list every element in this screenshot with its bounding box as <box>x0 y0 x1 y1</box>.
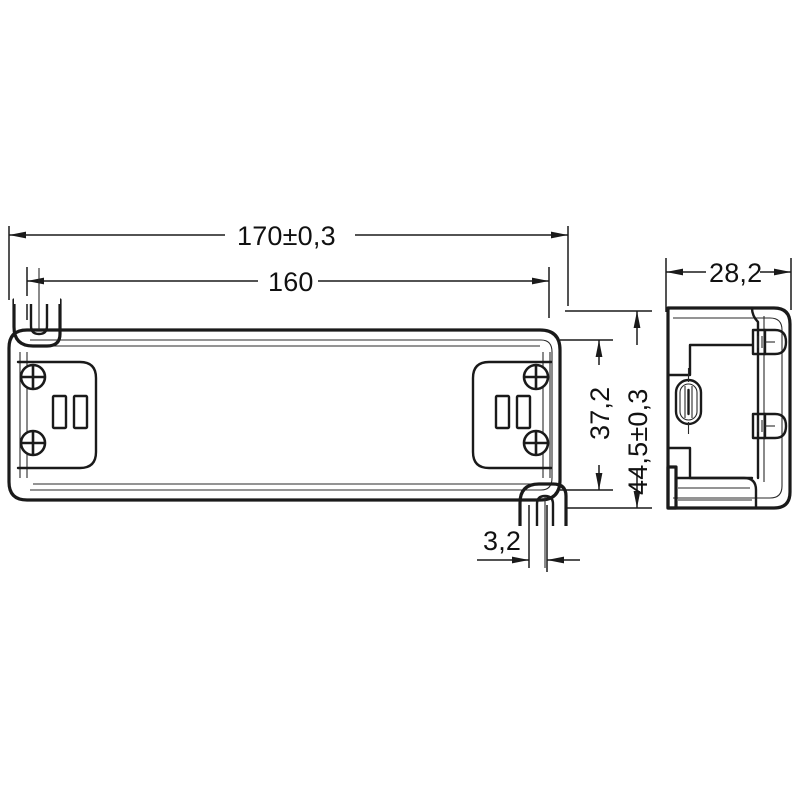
top-view <box>7 268 568 568</box>
terminal-slot-1 <box>51 394 68 430</box>
connector-port-inner <box>679 383 698 421</box>
dimension-overall-length: 170±0,3 <box>8 221 569 306</box>
cable-entry-upper-outline <box>751 328 788 356</box>
cable-entry-lower-outline <box>751 412 788 440</box>
side-inner-flange <box>673 317 783 499</box>
notch-outer-path <box>12 298 62 348</box>
dimension-notch-offset: 3,2 <box>477 505 580 572</box>
side-mounting-foot <box>666 465 758 510</box>
housing-inner-flange <box>30 339 553 491</box>
dimension-depth: 28,2 <box>665 258 792 312</box>
dimension-inner-height: 37,2 <box>560 339 615 491</box>
terminal-slot-2 <box>72 394 89 430</box>
side-pocket-top-step <box>666 343 754 377</box>
side-body-outline <box>666 306 792 510</box>
foot-left-tab <box>666 465 678 510</box>
terminal-slot-4 <box>515 394 532 430</box>
housing-outer-shell <box>7 328 562 502</box>
dimension-body-length: 160 <box>26 267 550 320</box>
dimension-label-inner-height: 37,2 <box>585 387 615 440</box>
terminal-slot-3 <box>494 394 511 430</box>
notch-inner-path <box>29 298 49 336</box>
dimension-overall-height: 44,5±0,3 <box>565 310 653 509</box>
terminal-block-left <box>16 360 98 470</box>
dimension-label-overall-length: 170±0,3 <box>237 221 336 251</box>
notch-br-outer-path <box>518 482 568 532</box>
notch-mask-top <box>14 296 60 304</box>
side-pocket-bottom-step <box>666 446 754 480</box>
dimension-label-overall-height: 44,5±0,3 <box>623 388 653 495</box>
side-cap-divider <box>750 306 760 480</box>
screw-top-right <box>522 363 550 391</box>
foot-body <box>674 476 758 510</box>
terminal-block-right <box>471 360 553 470</box>
dimension-label-notch-offset: 3,2 <box>483 526 521 556</box>
cable-entry-upper <box>751 328 788 356</box>
cable-entry-lower <box>751 412 788 440</box>
corner-notch-bottom-right <box>518 482 568 568</box>
connector-port-oval <box>674 368 703 434</box>
screw-bottom-left <box>19 429 47 457</box>
corner-notch-top-left <box>12 268 62 348</box>
notch-br-mask <box>518 526 568 534</box>
terminal-block-right-body <box>471 360 553 470</box>
screw-bottom-right <box>522 429 550 457</box>
side-view <box>666 306 792 510</box>
dimension-label-depth: 28,2 <box>709 258 762 288</box>
terminal-block-left-body <box>16 360 98 470</box>
screw-top-left <box>19 363 47 391</box>
dimension-label-body-length: 160 <box>268 267 314 297</box>
